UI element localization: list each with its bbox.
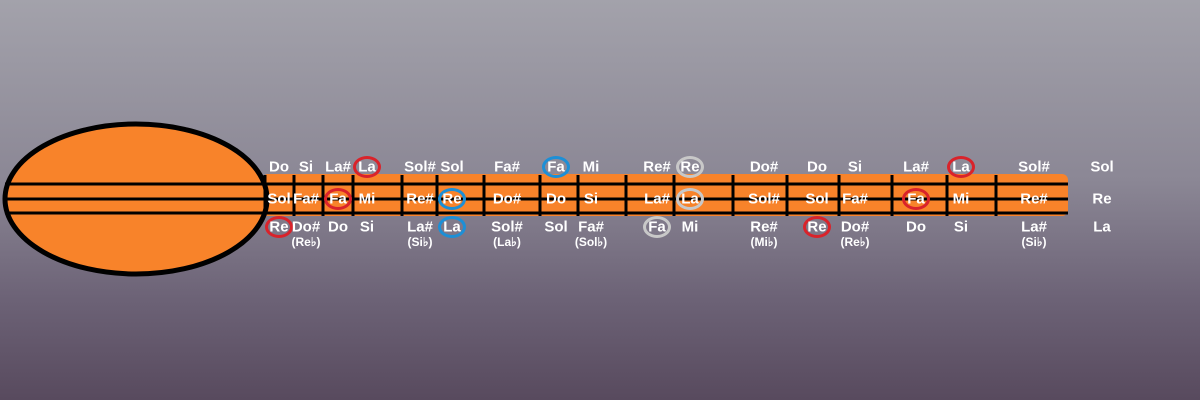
note-label-top: Sol	[440, 158, 464, 176]
enharmonic-label: (La♭)	[493, 235, 521, 249]
highlight-ring-grey	[676, 188, 704, 210]
note-label-top: Si	[298, 158, 314, 176]
note-label-bot: Mi	[681, 218, 699, 236]
note-label-mid: Re	[442, 190, 462, 208]
highlight-ring-red	[803, 216, 831, 238]
note-label-bot: Fa	[648, 218, 666, 236]
highlight-ring-red	[353, 156, 381, 178]
enharmonic-label: (Sol♭)	[574, 235, 608, 249]
highlight-ring-blue	[438, 216, 466, 238]
enharmonic-label: (Mi♭)	[750, 235, 778, 249]
note-label-mid: Fa#	[293, 190, 319, 208]
note-label-bot: Do	[328, 218, 348, 236]
highlight-ring-blue	[542, 156, 570, 178]
note-label-mid: Si	[583, 190, 599, 208]
note-label-bot: Sol	[544, 218, 568, 236]
highlight-ring-blue	[438, 188, 466, 210]
note-label-mid: Sol#	[748, 190, 780, 208]
note-label-bot: La#	[1021, 218, 1047, 236]
note-label-top: Re	[680, 158, 700, 176]
note-label-bot: La	[443, 218, 461, 236]
note-label-bot: Do#	[291, 218, 321, 236]
note-label-bot: Sol#	[491, 218, 523, 236]
note-label-mid: Re#	[1020, 190, 1048, 208]
highlight-ring-grey	[676, 156, 704, 178]
note-label-mid: Sol	[805, 190, 829, 208]
note-label-mid: Do	[546, 190, 566, 208]
note-label-bot: Si	[359, 218, 375, 236]
note-label-mid: La	[681, 190, 699, 208]
highlight-ring-red	[902, 188, 930, 210]
note-label-top: La#	[903, 158, 929, 176]
note-label-mid: Sol	[267, 190, 291, 208]
note-label-mid: Re	[1092, 190, 1112, 208]
note-label-mid: Fa	[329, 190, 347, 208]
enharmonic-label: (Si♭)	[407, 235, 433, 249]
note-label-bot: Re	[807, 218, 827, 236]
note-label-mid: Mi	[952, 190, 970, 208]
note-label-mid: Fa#	[842, 190, 868, 208]
enharmonic-label: (Re♭)	[291, 235, 321, 249]
note-label-top: La#	[325, 158, 351, 176]
note-label-bot: Do	[906, 218, 926, 236]
note-label-bot: Si	[953, 218, 969, 236]
note-label-top: Do	[807, 158, 827, 176]
note-label-bot: La#	[407, 218, 433, 236]
highlight-ring-grey	[643, 216, 671, 238]
note-label-mid: Re#	[406, 190, 434, 208]
note-label-top: Re#	[643, 158, 671, 176]
note-label-top: Mi	[582, 158, 600, 176]
note-label-mid: Fa	[907, 190, 925, 208]
note-label-bot: La	[1093, 218, 1111, 236]
note-label-bot: Fa#	[578, 218, 604, 236]
note-label-top: Do	[269, 158, 289, 176]
note-label-bot: Re	[269, 218, 289, 236]
note-label-top: La	[358, 158, 376, 176]
note-label-top: Fa#	[494, 158, 520, 176]
note-label-top: Sol	[1090, 158, 1114, 176]
enharmonic-label: (Si♭)	[1021, 235, 1047, 249]
note-label-bot: Re#	[750, 218, 778, 236]
note-label-top: Fa	[547, 158, 565, 176]
note-label-mid: La#	[644, 190, 670, 208]
note-label-mid: Do#	[492, 190, 522, 208]
note-label-top: La	[952, 158, 970, 176]
highlight-ring-red	[265, 216, 293, 238]
note-label-top: Si	[847, 158, 863, 176]
highlight-ring-red	[947, 156, 975, 178]
note-label-top: Sol#	[1018, 158, 1050, 176]
note-label-top: Sol#	[404, 158, 436, 176]
highlight-ring-red	[324, 188, 352, 210]
note-label-bot: Do#	[840, 218, 870, 236]
note-label-top: Do#	[749, 158, 779, 176]
enharmonic-label: (Re♭)	[840, 235, 870, 249]
note-label-mid: Mi	[358, 190, 376, 208]
